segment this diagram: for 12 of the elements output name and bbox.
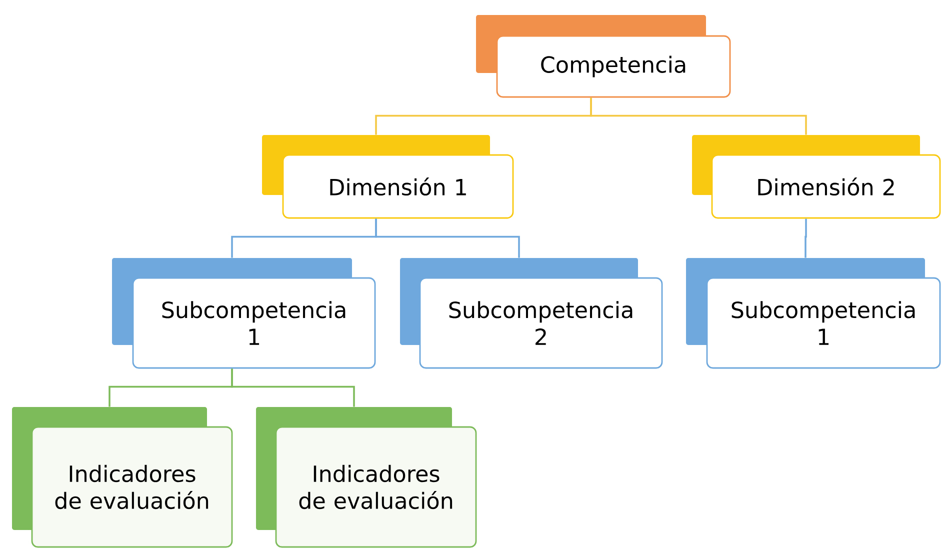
process-box: Indicadores de evaluación [275,426,477,548]
process-box: Indicadores de evaluación [31,426,233,548]
connector [590,98,807,135]
connector [804,218,807,258]
connector [375,218,520,258]
process-box: Subcompetencia 1 [132,277,376,369]
process-box: Competencia [496,35,731,98]
process-box: Dimensión 2 [711,154,941,219]
process-box: Subcompetencia 2 [419,277,663,369]
connector [231,368,355,407]
process-box: Subcompetencia 1 [706,277,941,369]
process-box: Dimensión 1 [282,154,514,219]
